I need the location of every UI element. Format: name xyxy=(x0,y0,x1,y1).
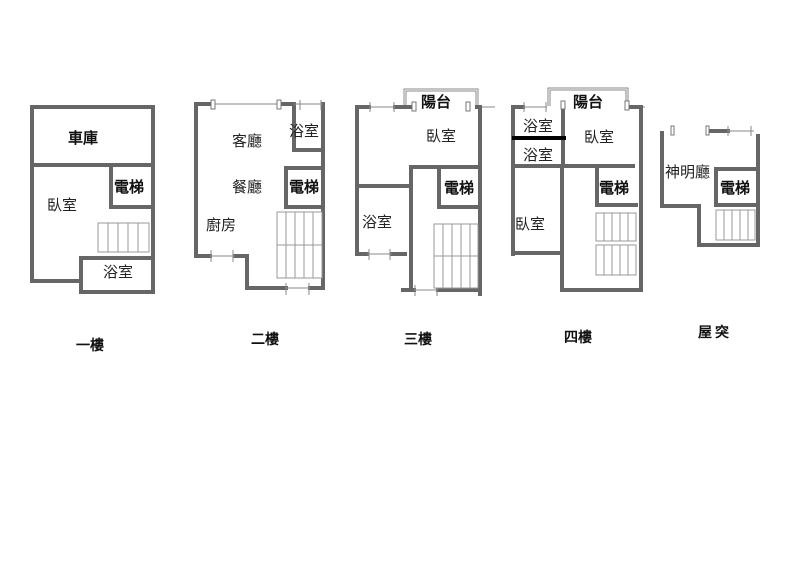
floor-1-plan: 車庫 電梯 臥室 浴室 一樓 xyxy=(30,105,155,354)
stairs xyxy=(97,222,150,253)
room-label-bedroom: 臥室 xyxy=(426,127,456,145)
room-label-dining-room: 餐廳 xyxy=(232,178,262,196)
room-label-kitchen: 廚房 xyxy=(206,216,236,234)
stairs xyxy=(715,209,756,241)
room-label-balcony: 陽台 xyxy=(421,93,451,111)
room-label-bathroom-upper: 浴室 xyxy=(523,117,553,135)
room-label-bathroom: 浴室 xyxy=(103,263,133,281)
room-label-elevator: 電梯 xyxy=(114,178,144,196)
room-label-bathroom-lower: 浴室 xyxy=(523,146,553,164)
room-label-bedroom: 臥室 xyxy=(47,196,77,214)
room-label-elevator: 電梯 xyxy=(599,179,629,197)
room-label-elevator: 電梯 xyxy=(444,179,474,197)
stairs xyxy=(595,212,637,276)
room-label-living-room: 客廳 xyxy=(232,132,262,150)
room-label-elevator: 電梯 xyxy=(289,178,319,196)
room-label-garage: 車庫 xyxy=(68,129,98,147)
floor-label-4f: 四樓 xyxy=(564,329,592,346)
floor-label-roof: 屋突 xyxy=(698,324,732,341)
floor-4-plan: 陽台 浴室 臥室 浴室 電梯 臥室 四樓 xyxy=(511,87,645,346)
floor-label-3f: 三樓 xyxy=(404,331,432,348)
floor-3-plan: 陽台 臥室 電梯 浴室 三樓 xyxy=(355,88,495,348)
stairs xyxy=(276,211,323,279)
roof-plan: 神明廳 電梯 屋突 xyxy=(660,125,760,341)
room-label-bedroom-main: 臥室 xyxy=(584,128,614,146)
floor-label-2f: 二樓 xyxy=(251,331,279,348)
room-label-bedroom: 臥室 xyxy=(515,215,545,233)
room-label-bathroom: 浴室 xyxy=(362,213,392,231)
stairs xyxy=(433,223,479,289)
room-label-elevator: 電梯 xyxy=(720,179,750,197)
room-label-bathroom: 浴室 xyxy=(289,122,319,140)
room-label-balcony: 陽台 xyxy=(573,93,603,111)
floor-label-1f: 一樓 xyxy=(76,337,104,354)
floor-2-plan: 客廳 浴室 餐廳 電梯 廚房 二樓 xyxy=(194,99,325,348)
room-label-shrine-hall: 神明廳 xyxy=(665,163,710,181)
